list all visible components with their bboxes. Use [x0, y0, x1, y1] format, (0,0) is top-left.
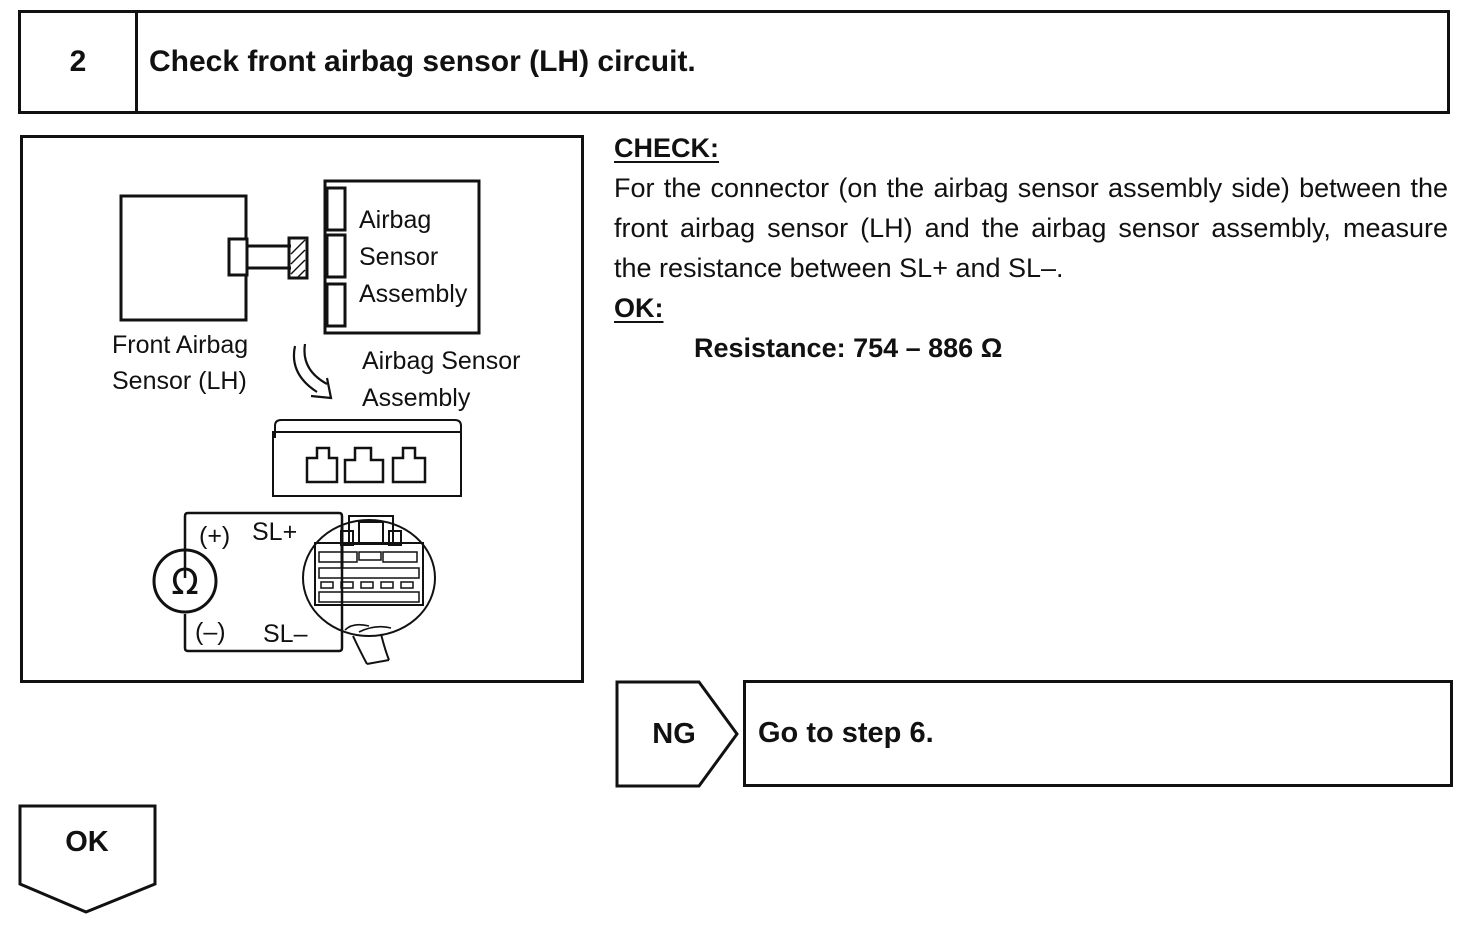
- front-sensor-label-2: Sensor (LH): [112, 367, 247, 395]
- diagram-figure: Airbag Sensor Assembly Front Airbag Sens…: [20, 135, 584, 683]
- ng-branch[interactable]: NG Go to step 6.: [615, 680, 1455, 788]
- front-sensor-body: [119, 194, 248, 322]
- ng-action[interactable]: Go to step 6.: [743, 680, 1453, 787]
- ok-label: OK: [65, 826, 109, 858]
- ok-branch[interactable]: OK: [18, 804, 158, 916]
- plus-label: (+): [199, 522, 230, 550]
- wiring-diagram: Airbag Sensor Assembly Front Airbag Sens…: [112, 179, 520, 665]
- airbag-sensor-assembly-box: [323, 179, 481, 335]
- airbag-label-1: Airbag: [359, 206, 431, 234]
- check-body: For the connector (on the airbag sensor …: [614, 173, 1448, 283]
- arrow-icon: [292, 345, 318, 393]
- sl-minus-label: SL–: [263, 620, 308, 648]
- front-sensor-label-1: Front Airbag: [112, 331, 248, 359]
- hatched-connector: [287, 236, 309, 280]
- ohmmeter-icon: [152, 548, 218, 614]
- ok-arrow-shape: [18, 804, 157, 914]
- step-header: 2 Check front airbag sensor (LH) circuit…: [18, 10, 1450, 114]
- airbag-label-2: Sensor: [359, 243, 438, 271]
- assembly-label-2: Assembly: [362, 384, 471, 412]
- sl-plus-label: SL+: [252, 518, 297, 546]
- check-heading: CHECK:: [614, 133, 719, 163]
- step-number: 2: [21, 13, 138, 111]
- ok-heading: OK:: [614, 293, 664, 323]
- assembly-label-1: Airbag Sensor: [362, 347, 520, 375]
- airbag-label-3: Assembly: [359, 280, 468, 308]
- connector-housing: [272, 431, 462, 497]
- ohm-symbol: Ω: [171, 562, 199, 603]
- ng-pointer-shape: [615, 680, 739, 788]
- resistance-spec: Resistance: 754 – 886 Ω: [694, 333, 1003, 363]
- check-section: CHECK: For the connector (on the airbag …: [614, 128, 1454, 368]
- minus-label: (–): [195, 618, 226, 646]
- ng-label: NG: [652, 717, 696, 750]
- step-title: Check front airbag sensor (LH) circuit.: [149, 45, 696, 78]
